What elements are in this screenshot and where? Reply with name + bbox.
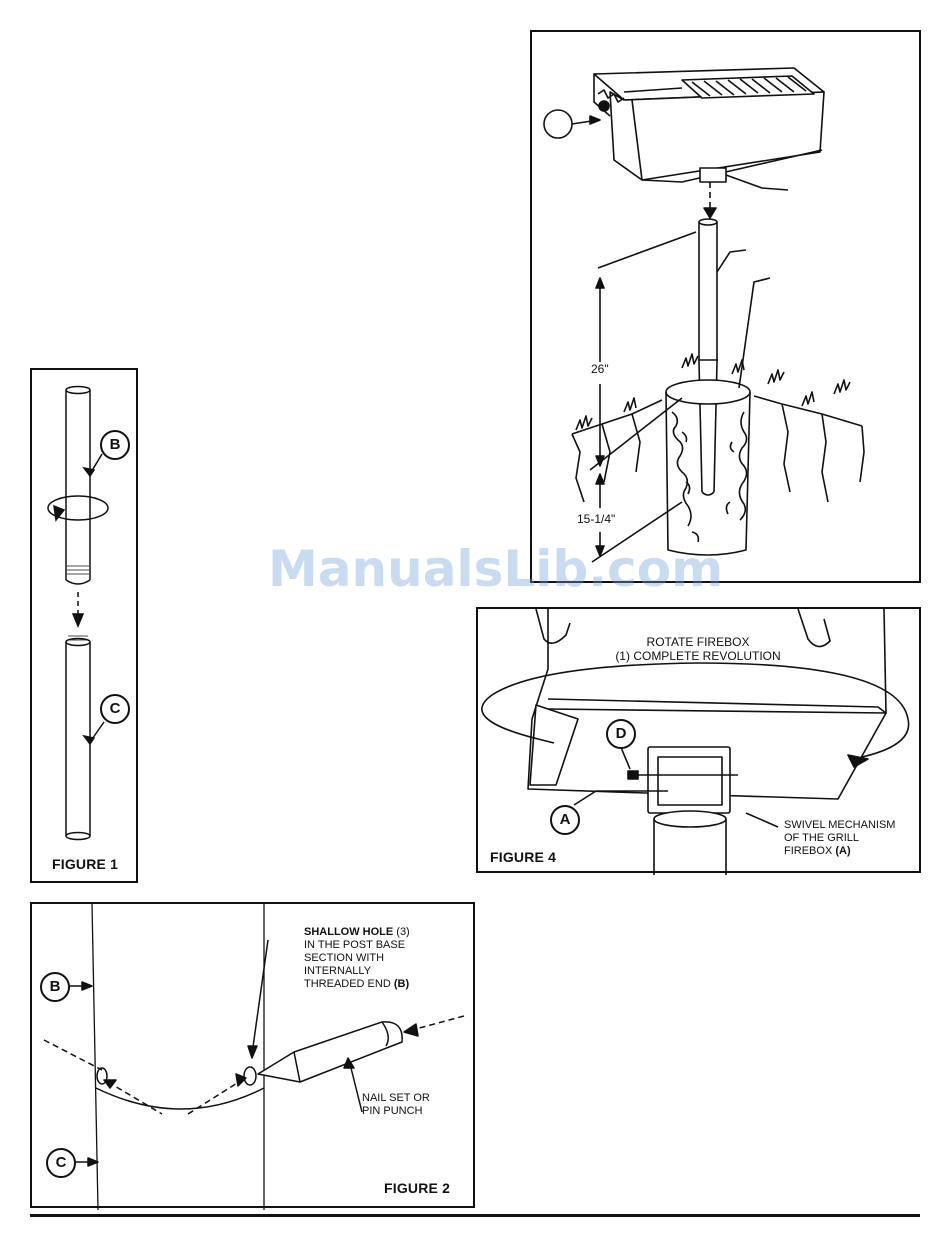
swivel-line-3: FIREBOX xyxy=(784,845,832,857)
figure-2-drawing xyxy=(32,904,477,1210)
figure-3-drawing xyxy=(532,32,923,585)
figure-4-label: FIGURE 4 xyxy=(490,849,556,865)
rotate-line-2: (1) COMPLETE REVOLUTION xyxy=(615,649,780,663)
figure-1-panel: B C FIGURE 1 xyxy=(30,368,138,883)
callout-c-figure-2: C xyxy=(46,1148,76,1178)
rotate-firebox-instruction: ROTATE FIREBOX (1) COMPLETE REVOLUTION xyxy=(608,635,788,663)
shallow-hole-line-5: THREADED END xyxy=(304,978,391,990)
figure-3-panel: 26" 15-1/4" xyxy=(530,30,921,583)
shallow-hole-count: (3) xyxy=(396,926,409,938)
shallow-hole-line-3: SECTION WITH xyxy=(304,952,384,964)
rotate-line-1: ROTATE FIREBOX xyxy=(647,635,750,649)
callout-b-figure-2: B xyxy=(40,972,70,1002)
swivel-ref: (A) xyxy=(835,845,850,857)
shallow-hole-line-4: INTERNALLY xyxy=(304,965,371,977)
shallow-hole-line-2: IN THE POST BASE xyxy=(304,939,405,951)
callout-a-figure-4: A xyxy=(550,805,580,835)
figure-2-label: FIGURE 2 xyxy=(384,1180,450,1196)
figure-4-panel: ROTATE FIREBOX (1) COMPLETE REVOLUTION D… xyxy=(476,607,921,873)
figure-2-panel: B C SHALLOW HOLE (3) IN THE POST BASE SE… xyxy=(30,902,475,1208)
shallow-hole-note: SHALLOW HOLE (3) IN THE POST BASE SECTIO… xyxy=(304,926,410,991)
figure-1-label: FIGURE 1 xyxy=(52,856,118,872)
nail-set-line-2: PIN PUNCH xyxy=(362,1105,423,1117)
shallow-hole-ref: (B) xyxy=(394,978,409,990)
swivel-line-2: OF THE GRILL xyxy=(784,832,859,844)
dimension-above-ground: 26" xyxy=(590,362,610,376)
callout-b-figure-1: B xyxy=(100,430,130,460)
dimension-below-ground: 15-1/4" xyxy=(576,512,616,526)
nail-set-line-1: NAIL SET OR xyxy=(362,1092,430,1104)
shallow-hole-bold: SHALLOW HOLE xyxy=(304,926,393,938)
swivel-mechanism-note: SWIVEL MECHANISM OF THE GRILL FIREBOX (A… xyxy=(784,819,895,858)
callout-d-figure-4: D xyxy=(606,719,636,749)
swivel-line-1: SWIVEL MECHANISM xyxy=(784,819,895,831)
footer-rule xyxy=(30,1214,920,1217)
callout-c-figure-1: C xyxy=(100,694,130,724)
nail-set-note: NAIL SET OR PIN PUNCH xyxy=(362,1092,430,1118)
